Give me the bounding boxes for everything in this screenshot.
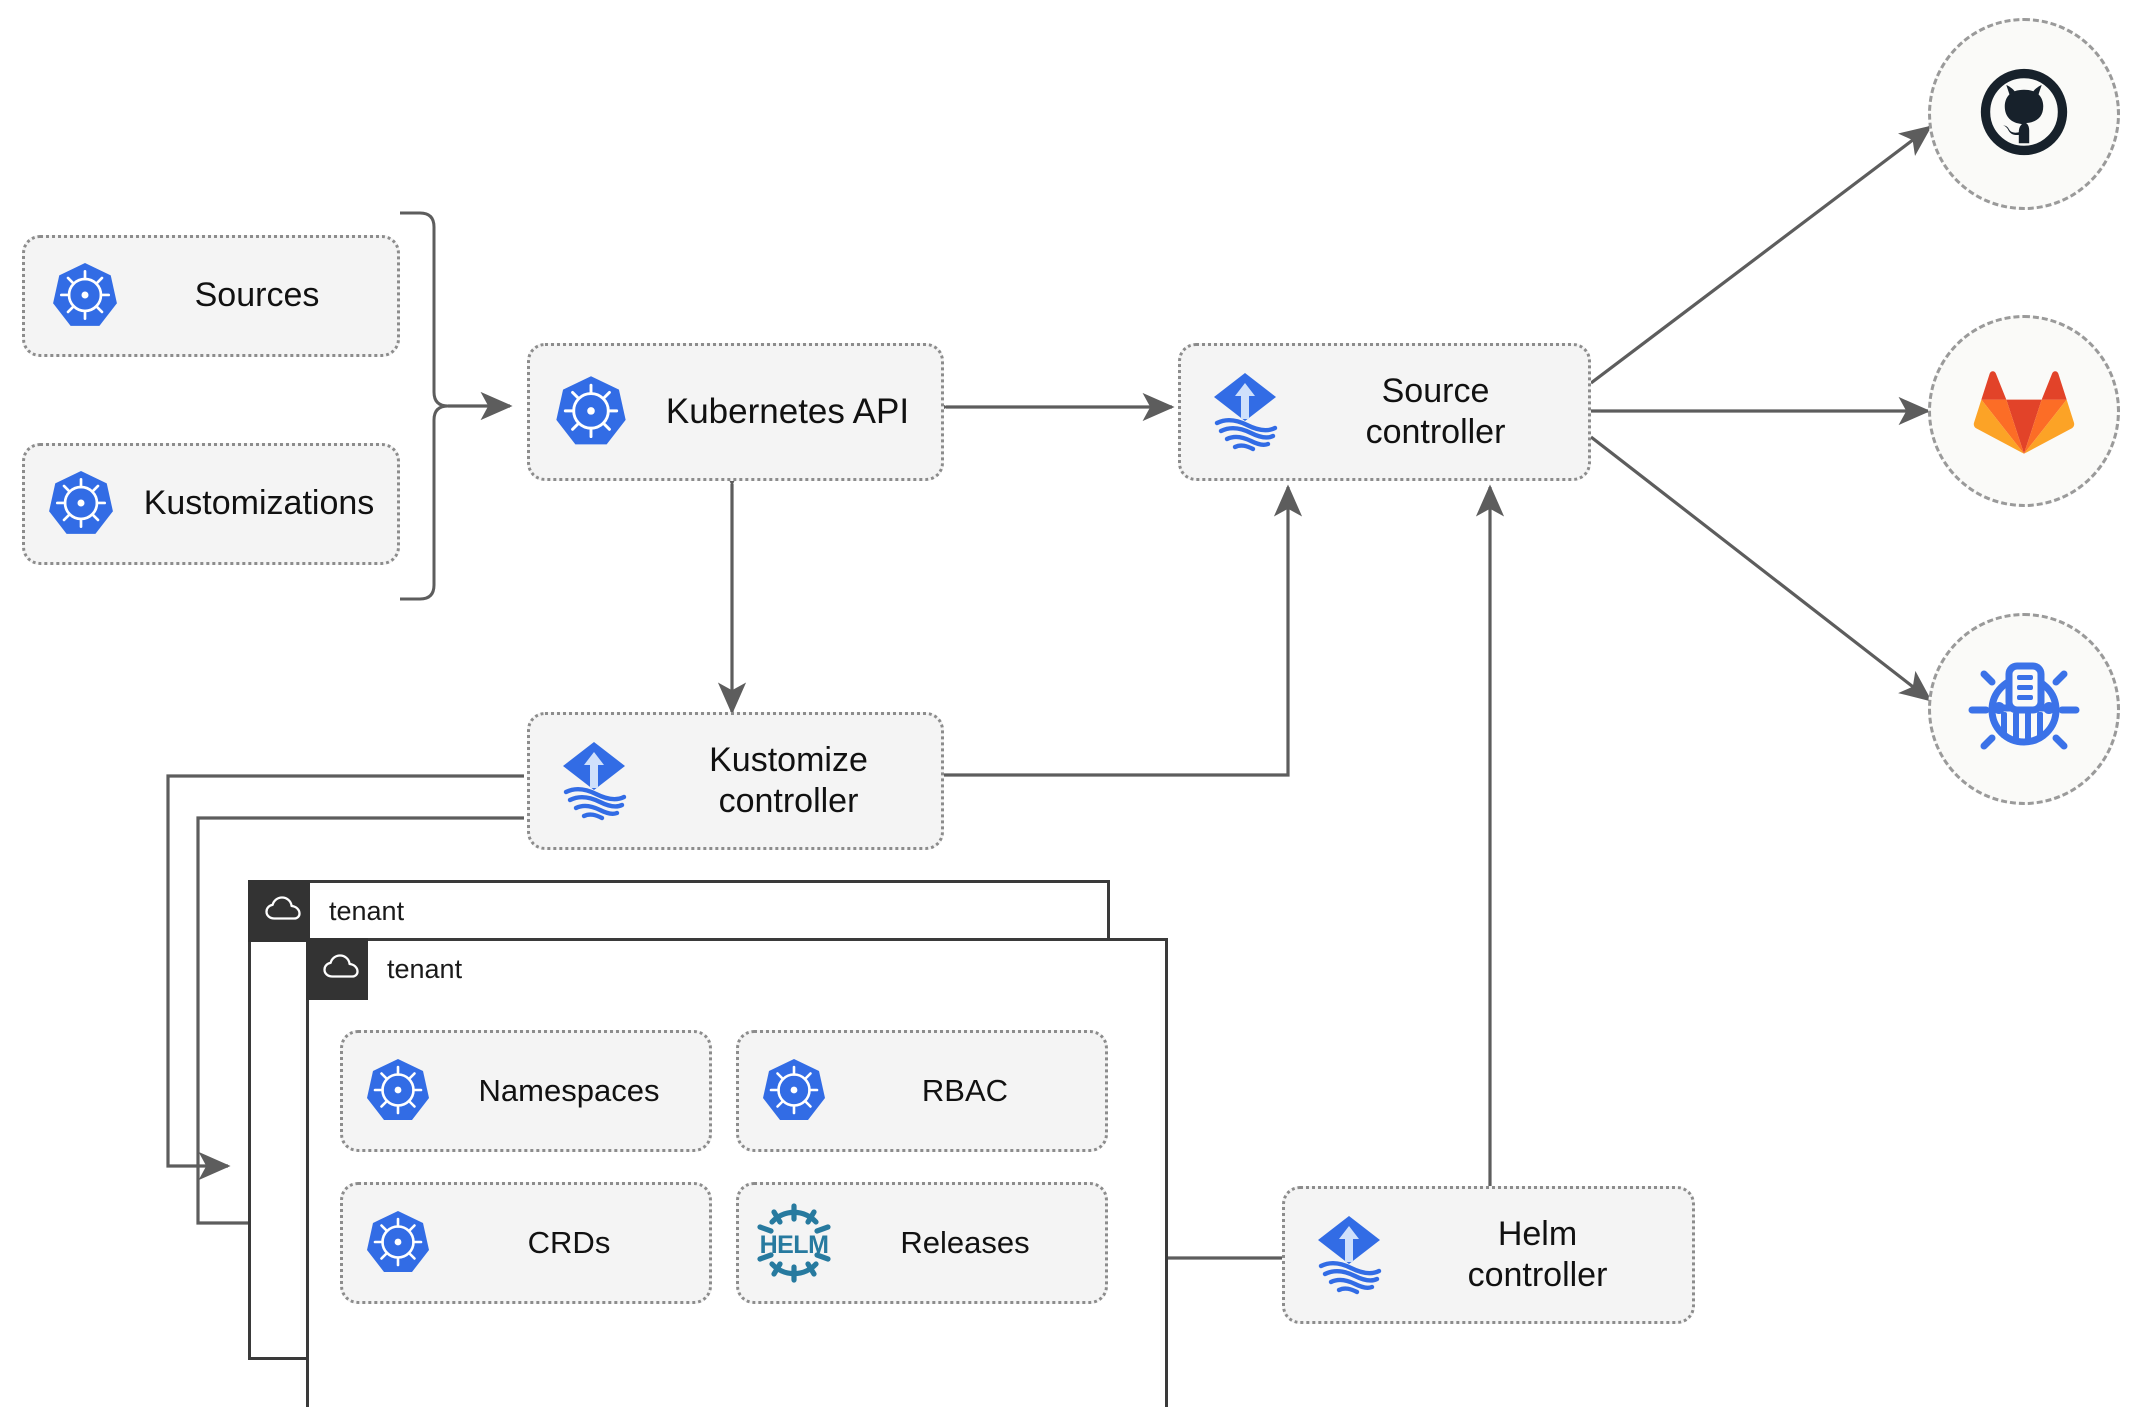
group-bracket	[400, 211, 449, 601]
helm-repository-icon	[1968, 652, 2080, 767]
node-label: Helm controller	[1467, 1214, 1608, 1294]
kubernetes-icon	[343, 1209, 453, 1277]
tenant-resource-namespaces[interactable]: Namespaces	[340, 1030, 712, 1152]
tenant-tab-outer	[248, 880, 310, 942]
tenant-resource-releases[interactable]: HELM Releases	[736, 1182, 1108, 1304]
github-icon	[1972, 60, 2076, 169]
tenant-resource-crds[interactable]: CRDs	[340, 1182, 712, 1304]
node-kubernetes-api[interactable]: Kubernetes API	[527, 343, 944, 481]
node-label: Sources	[194, 276, 320, 315]
flux-icon	[530, 738, 658, 824]
arrow-source-to-helm-registry	[1590, 435, 1933, 702]
node-label: Kustomize controller	[709, 740, 868, 820]
node-label: Kubernetes API	[665, 391, 910, 431]
node-helm-controller[interactable]: Helm controller	[1282, 1186, 1695, 1324]
tenant-label-outer: tenant	[329, 896, 405, 926]
kubernetes-icon	[25, 261, 145, 331]
svg-text:HELM: HELM	[760, 1231, 829, 1259]
node-label: Kustomizations	[143, 484, 375, 523]
tenant-resource-label: CRDs	[527, 1225, 611, 1261]
tenant-tab-inner	[306, 938, 368, 1000]
tenant-resource-rbac[interactable]: RBAC	[736, 1030, 1108, 1152]
node-label: Source controller	[1365, 371, 1506, 451]
tenant-container-inner: tenant	[306, 938, 1168, 1407]
node-source-controller[interactable]: Source controller	[1178, 343, 1591, 481]
tenant-resource-label: Namespaces	[478, 1073, 660, 1109]
registry-helm-repository[interactable]	[1928, 613, 2120, 805]
node-sources[interactable]: Sources	[22, 235, 400, 357]
registry-gitlab[interactable]	[1928, 315, 2120, 507]
registry-github[interactable]	[1928, 18, 2120, 210]
cloud-icon	[322, 953, 362, 986]
node-kustomizations[interactable]: Kustomizations	[22, 443, 400, 565]
flux-icon	[1285, 1212, 1413, 1298]
cloud-icon	[264, 895, 304, 928]
gitlab-icon	[1972, 359, 2076, 464]
tenant-label-inner: tenant	[387, 954, 463, 984]
tenant-resource-label: RBAC	[921, 1073, 1009, 1109]
kubernetes-icon	[25, 469, 137, 539]
kubernetes-icon	[530, 374, 652, 450]
kubernetes-icon	[739, 1057, 849, 1125]
helm-icon: HELM	[739, 1202, 849, 1284]
arrow-source-to-github	[1590, 125, 1933, 385]
arrow-kustomize-to-source	[944, 484, 1303, 777]
node-kustomize-controller[interactable]: Kustomize controller	[527, 712, 944, 850]
tenant-resource-label: Releases	[900, 1225, 1030, 1261]
flux-icon	[1181, 369, 1309, 455]
kubernetes-icon	[343, 1057, 453, 1125]
